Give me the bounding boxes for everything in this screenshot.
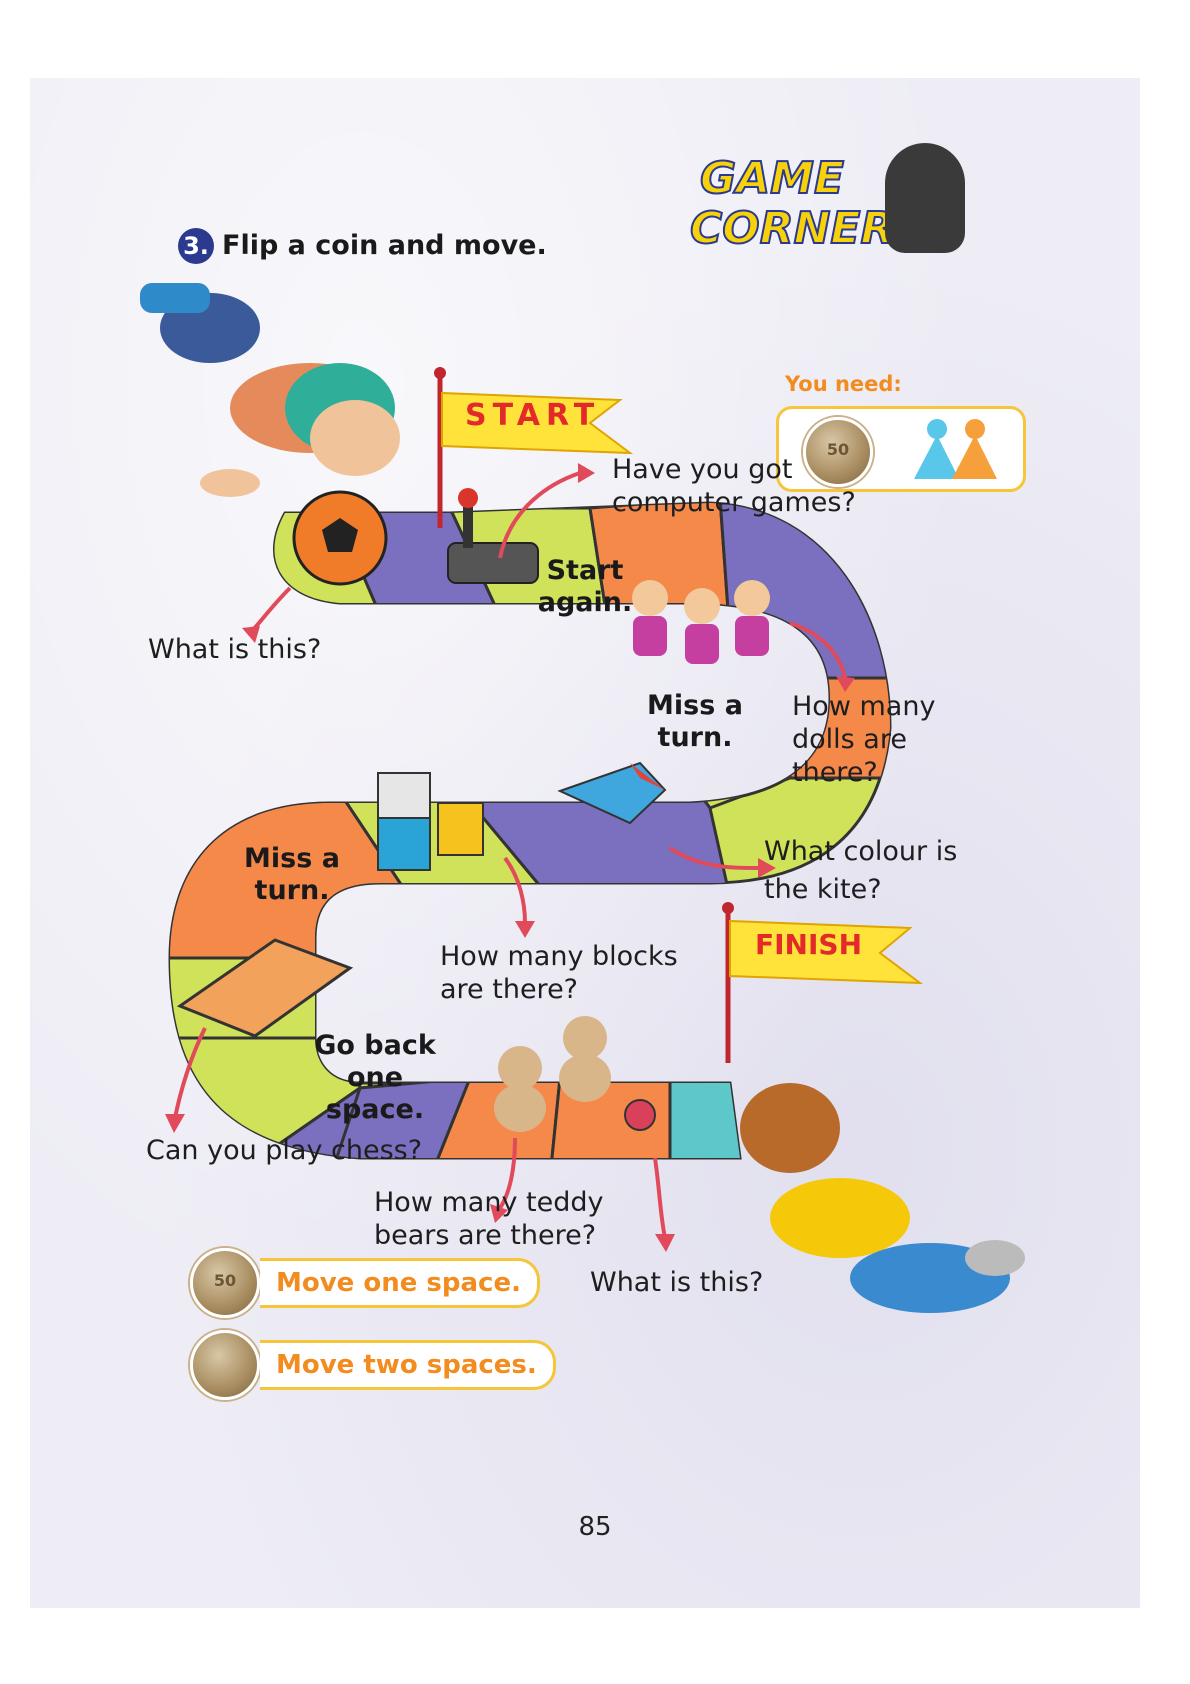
- space-miss-turn-1: Miss a turn.: [647, 690, 743, 753]
- question-computer-games: Have you got computer games?: [612, 453, 856, 519]
- question-line: are there?: [440, 974, 579, 1005]
- question-line: How many blocks: [440, 941, 678, 972]
- legend-heads-text: Move one space.: [260, 1258, 540, 1308]
- you-need-box: 50: [776, 406, 1026, 492]
- reading-boy-icon: [885, 143, 965, 253]
- boy-illustration: [140, 283, 400, 497]
- coin-heads-icon: 50: [190, 1248, 260, 1318]
- legend-heads: 50 Move one space.: [190, 1248, 540, 1318]
- question-kite: What colour is the kite?: [764, 833, 957, 909]
- question-line: What colour is: [764, 836, 958, 867]
- finish-flag-text: FINISH: [755, 928, 862, 961]
- legend-tails-text: Move two spaces.: [260, 1340, 556, 1390]
- logo-line-2: CORNER: [689, 202, 895, 255]
- workbook-page: 3. Flip a coin and move. GAME CORNER You …: [30, 78, 1140, 1608]
- logo-line-1: GAME: [699, 152, 845, 205]
- chessboard-illustration: [176, 938, 354, 1038]
- space-go-back: Go back one space.: [314, 1030, 436, 1125]
- question-line: the kite?: [764, 874, 882, 905]
- coin-value: 50: [213, 1271, 237, 1290]
- start-flag-text: START: [465, 398, 601, 433]
- instruction-text: Flip a coin and move.: [222, 230, 547, 261]
- space-miss-turn-2: Miss a turn.: [244, 843, 340, 906]
- question-dolls: How many dolls are there?: [792, 690, 935, 789]
- button-illustration: [624, 1099, 656, 1131]
- question-blocks: How many blocks are there?: [440, 940, 678, 1006]
- game-pieces-icon: [914, 419, 997, 479]
- legend-tails: Move two spaces.: [190, 1330, 556, 1400]
- question-line: How many: [792, 691, 936, 722]
- teddy-bears-illustration: [494, 1016, 611, 1132]
- question-line: there?: [792, 757, 878, 788]
- coin-tails-icon: [190, 1330, 260, 1400]
- coin-icon: 50: [803, 417, 873, 487]
- question-teddy: How many teddy bears are there?: [374, 1186, 603, 1252]
- instruction-number: 3.: [178, 228, 214, 264]
- girl-illustration: [740, 1083, 1025, 1313]
- question-line: How many teddy: [374, 1187, 604, 1218]
- question-what-is-this-ball: What is this?: [148, 634, 322, 665]
- instruction: 3. Flip a coin and move.: [178, 228, 547, 264]
- game-corner-logo: GAME CORNER: [689, 143, 970, 263]
- joystick-illustration: [447, 542, 539, 584]
- blocks-illustration: [377, 772, 484, 871]
- question-line: computer games?: [612, 487, 856, 518]
- coin-value: 50: [826, 440, 850, 459]
- dolls-illustration: [632, 580, 770, 664]
- question-chess: Can you play chess?: [146, 1135, 423, 1166]
- space-start-again: Start again.: [537, 555, 633, 618]
- question-line: bears are there?: [374, 1220, 597, 1251]
- question-what-is-this-button: What is this?: [590, 1267, 764, 1298]
- question-line: dolls are: [792, 724, 907, 755]
- you-need-label: You need:: [785, 372, 902, 396]
- page-number: 85: [578, 1512, 612, 1542]
- question-line: Have you got: [612, 454, 793, 485]
- game-board: [140, 283, 1025, 1313]
